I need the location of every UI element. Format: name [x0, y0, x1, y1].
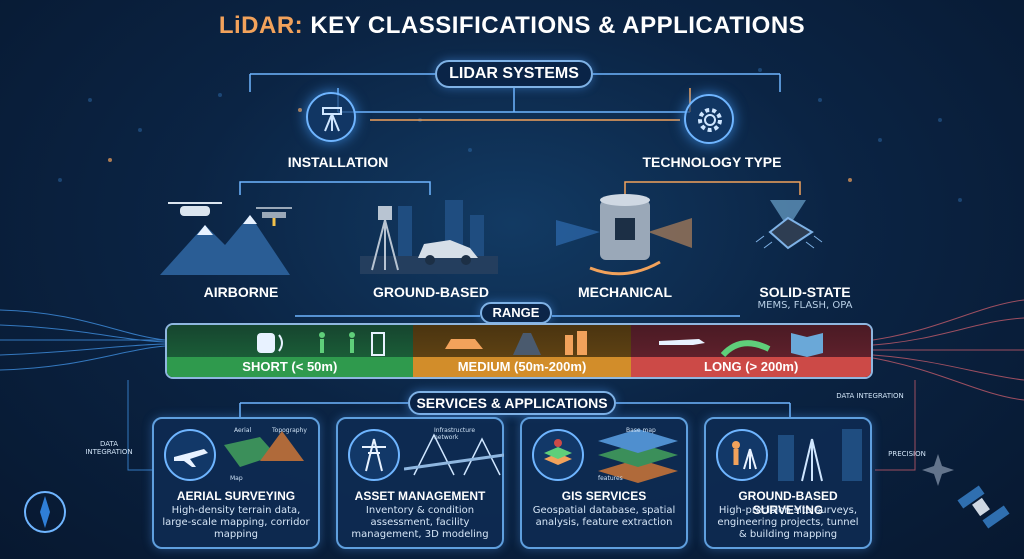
infrastructure-graphic	[404, 433, 504, 476]
power-tower-icon	[348, 429, 400, 481]
airborne-illustration	[160, 202, 292, 275]
mechanical-label: MECHANICAL	[577, 284, 673, 300]
short-range-icons	[257, 332, 385, 356]
gis-services-desc: Geospatial database, spatial analysis, f…	[532, 505, 676, 528]
aerial-surveying-title: AERIAL SURVEYING	[176, 489, 296, 503]
aerial-surveying-card: Aerial Topography Map AERIAL SURVEYING H…	[152, 417, 320, 549]
aerial-tag: Aerial	[234, 427, 252, 434]
aerial-surveying-desc: High-density terrain data, large-scale m…	[162, 505, 310, 540]
title-accent: LiDAR:	[218, 12, 304, 39]
range-long-segment: LONG (> 200m)	[631, 325, 871, 377]
infrastructure-tag: Infrastructure network	[434, 427, 476, 441]
installation-heading: INSTALLATION	[287, 154, 389, 170]
gear-icon	[684, 94, 734, 144]
range-short-segment: SHORT (< 50m)	[167, 325, 413, 377]
range-medium-label: MEDIUM (50m-200m)	[412, 357, 632, 377]
ground-based-surveying-desc: High-precision site surveys, engineering…	[717, 505, 859, 540]
ground-illustration	[360, 200, 498, 274]
ground-based-surveying-title: GROUND-BASED SURVEYING	[738, 489, 838, 517]
mechanical-illustration	[556, 194, 692, 276]
title-text: KEY CLASSIFICATIONS & APPLICATIONS	[310, 12, 806, 39]
ground-based-label: GROUND-BASED	[373, 284, 489, 300]
map-tag: Map	[230, 475, 243, 482]
technology-heading: TECHNOLOGY TYPE	[642, 154, 782, 170]
tripod-icon	[306, 92, 356, 142]
city-survey-graphic	[778, 429, 862, 482]
airplane-icon	[164, 429, 216, 481]
map-layers-icon	[532, 429, 584, 481]
long-range-icons	[659, 333, 824, 358]
gis-services-title: GIS SERVICES	[561, 489, 647, 503]
range-medium-segment: MEDIUM (50m-200m)	[412, 325, 632, 377]
range-long-label: LONG (> 200m)	[631, 357, 871, 377]
topo-map-graphic	[224, 431, 304, 467]
range-bar: SHORT (< 50m) MEDIUM (50m-200m) LONG (> …	[165, 323, 873, 379]
lidar-systems-node: LIDAR SYSTEMS	[435, 60, 593, 88]
gis-services-card: Base map features GIS SERVICES Geospatia…	[520, 417, 688, 549]
data-integration-right-label: DATA INTEGRATION	[836, 392, 904, 400]
data-integration-left-label: DATA INTEGRATION	[85, 440, 133, 456]
range-node: RANGE	[480, 302, 552, 324]
services-node: SERVICES & APPLICATIONS	[408, 391, 616, 415]
asset-management-card: Infrastructure network ASSET MANAGEMENT …	[336, 417, 504, 549]
topography-tag: Topography	[272, 427, 307, 434]
gis-layers-graphic	[598, 429, 678, 483]
base-map-tag: Base map	[626, 427, 656, 434]
ground-based-surveying-card: GROUND-BASED SURVEYING High-precision si…	[704, 417, 872, 549]
medium-range-icons	[444, 331, 587, 355]
solid-state-illustration	[755, 200, 823, 250]
solid-state-sublabel: MEMS, FLASH, OPA	[757, 300, 853, 311]
features-tag: features	[598, 475, 623, 482]
solid-state-label: SOLID-STATE	[759, 284, 851, 300]
surveyor-icon	[716, 429, 768, 481]
page-title: LiDAR: KEY CLASSIFICATIONS & APPLICATION…	[0, 12, 1024, 40]
asset-management-desc: Inventory & condition assessment, facili…	[351, 505, 489, 540]
range-short-label: SHORT (< 50m)	[167, 357, 413, 377]
airborne-label: AIRBORNE	[203, 284, 279, 300]
precision-label: PRECISION	[888, 450, 926, 458]
asset-management-title: ASSET MANAGEMENT	[354, 489, 486, 503]
